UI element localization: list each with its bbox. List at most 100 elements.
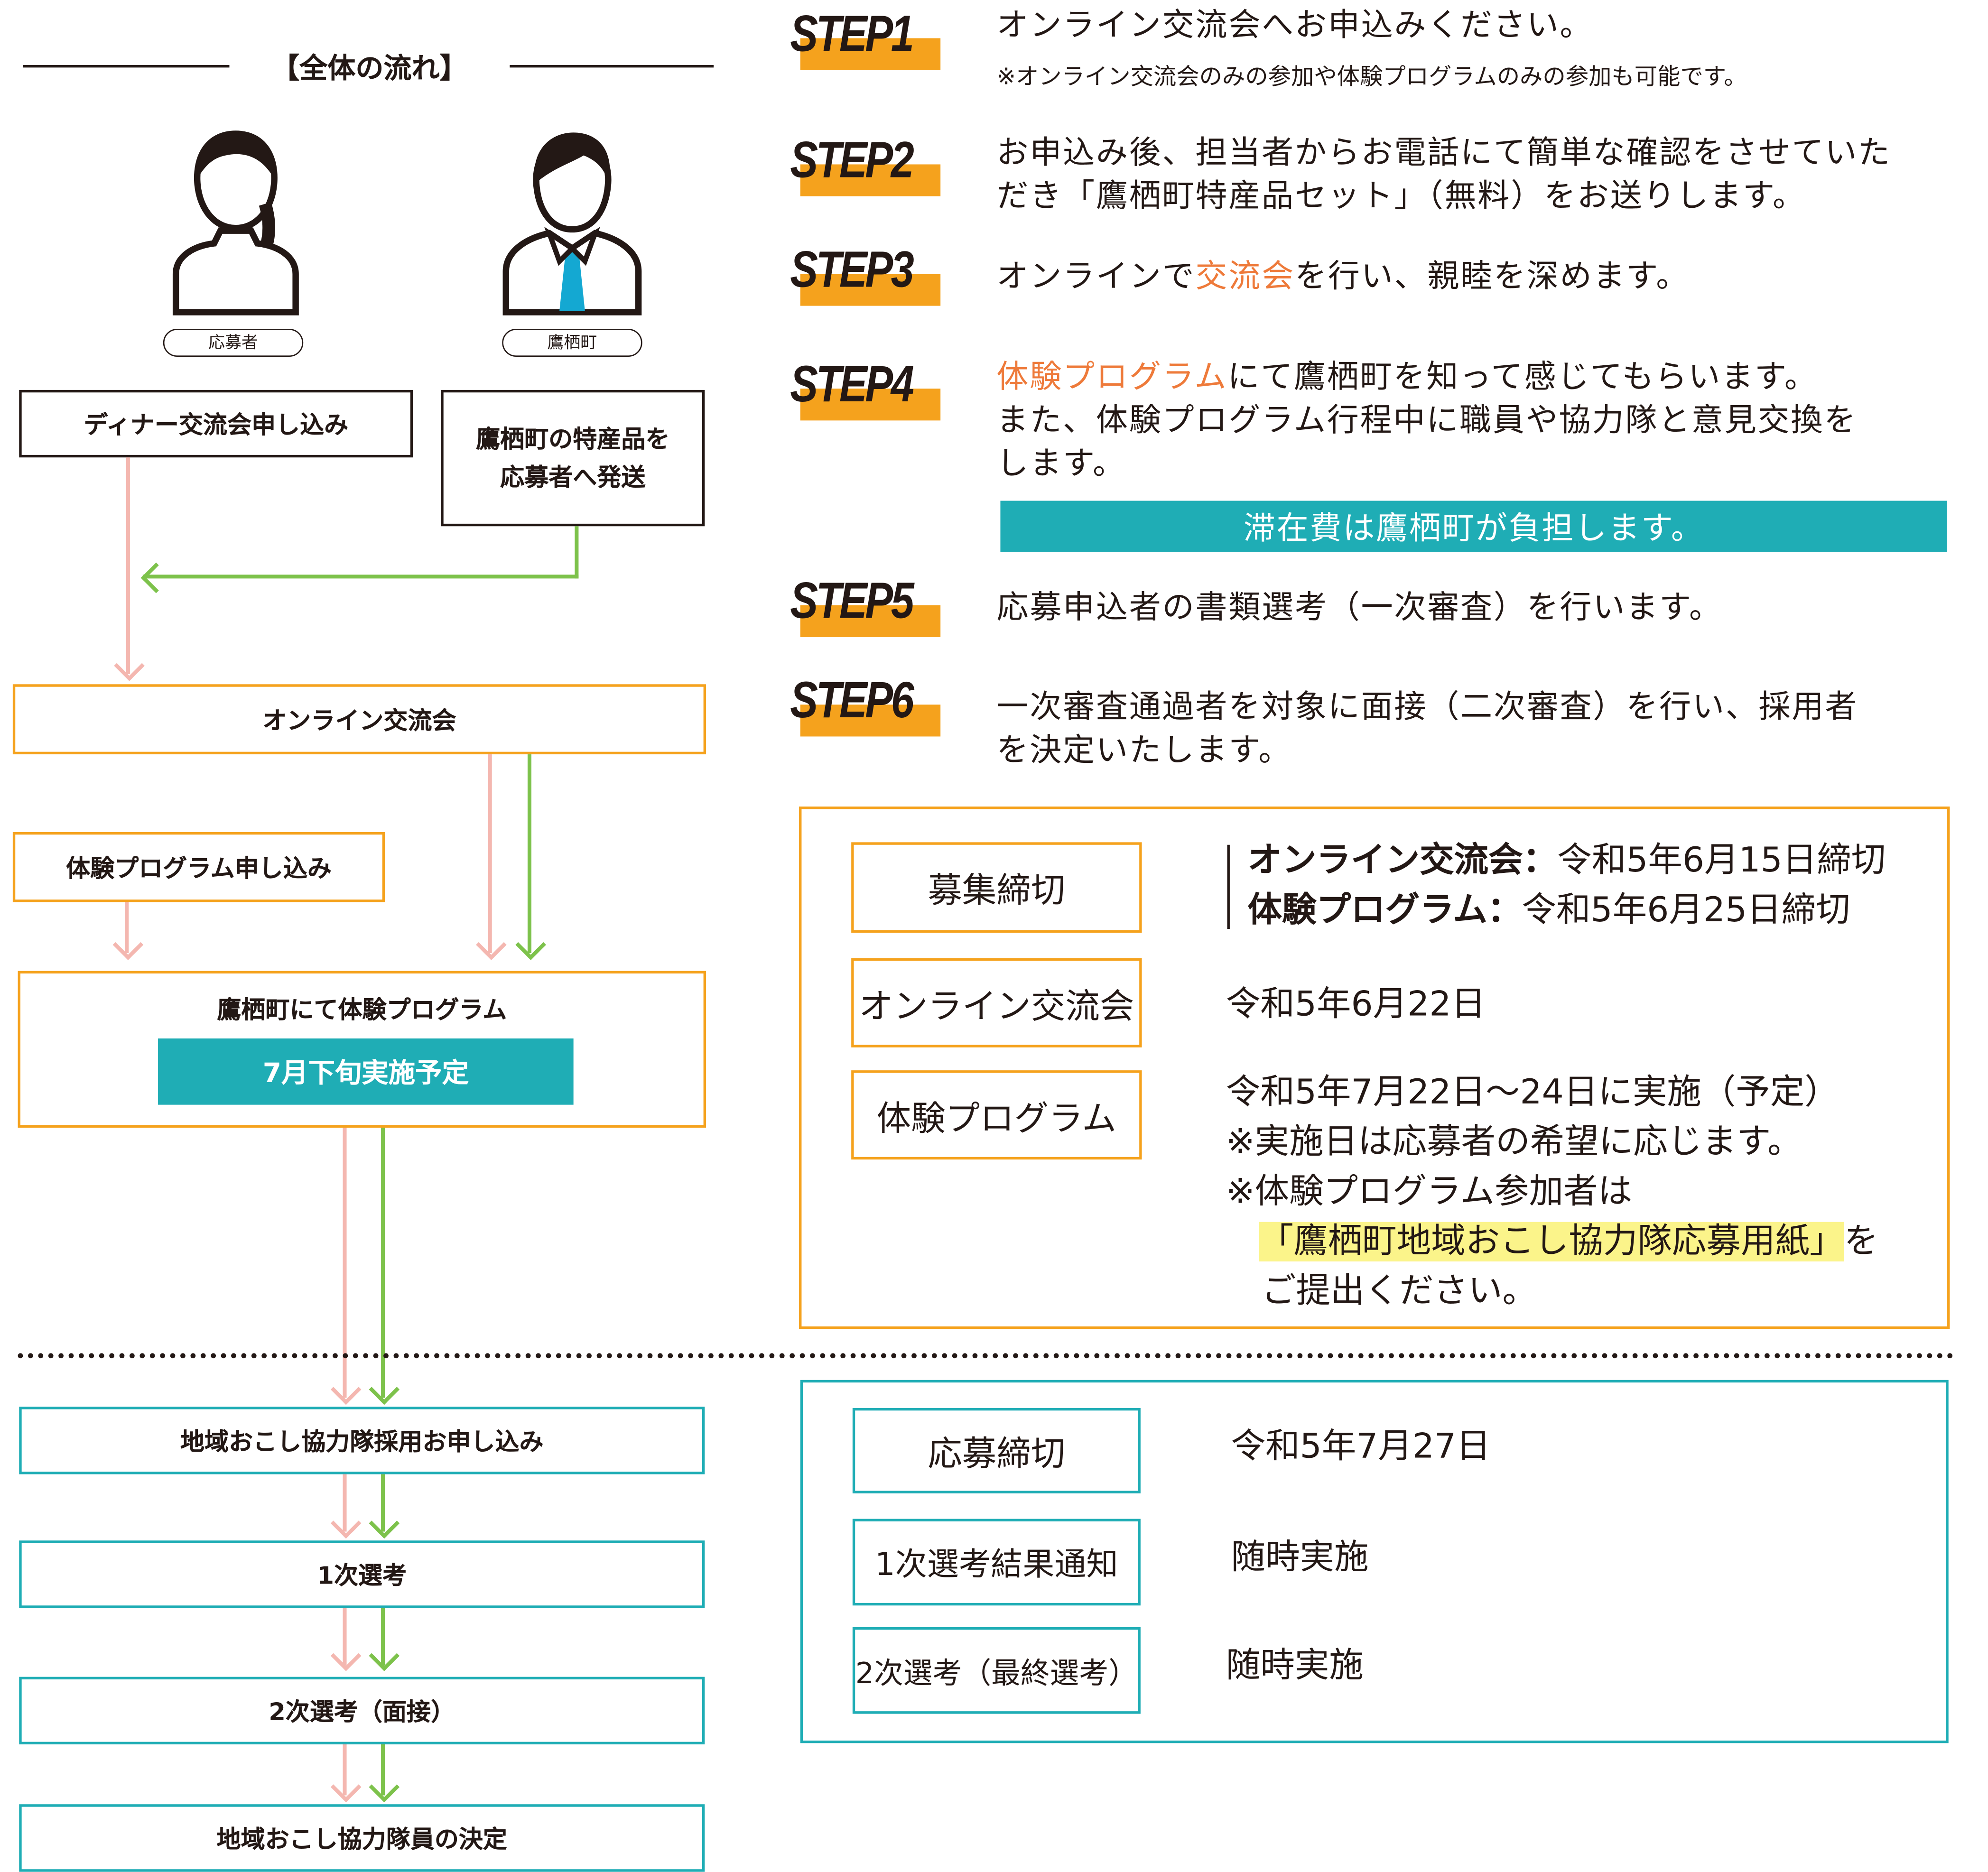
online-date: 令和5年6月22日 bbox=[1226, 985, 1486, 1025]
pink-arrow-6 bbox=[343, 1608, 347, 1666]
program-box: 鷹栖町にて体験プログラム 7月下旬実施予定 bbox=[18, 971, 706, 1128]
step-1-note: ※オンライン交流会のみの参加や体験プログラムのみの参加も可能です。 bbox=[996, 64, 1747, 91]
step-6-badge: STEP6 bbox=[790, 673, 943, 737]
apply-deadline-label-box: 応募締切 bbox=[852, 1408, 1141, 1493]
step-3-post: を行い、親睦を深めます。 bbox=[1294, 257, 1690, 295]
pink-arrow-1 bbox=[126, 457, 130, 674]
green-line-ship bbox=[575, 526, 579, 579]
recruit-apply-box: 地域おこし協力隊採用お申し込み bbox=[19, 1407, 705, 1474]
second-selection-box: 2次選考（面接） bbox=[19, 1677, 705, 1744]
pink-arrowhead-3 bbox=[112, 929, 144, 960]
step-3-text: オンラインで交流会を行い、親睦を深めます。 bbox=[996, 255, 1689, 298]
first-result-value: 随時実施 bbox=[1231, 1538, 1369, 1578]
deadline-label-box: 募集締切 bbox=[851, 842, 1142, 933]
pink-arrow-5 bbox=[343, 1474, 347, 1532]
program-line3: ※体験プログラム参加者は bbox=[1226, 1172, 1633, 1212]
green-arrow-5 bbox=[381, 1474, 385, 1532]
deadline-online-key: オンライン交流会： bbox=[1247, 841, 1558, 880]
step-3-badge: STEP3 bbox=[790, 242, 943, 306]
step-2-text-1: お申込み後、担当者からお電話にて簡単な確認をさせていた bbox=[996, 134, 1891, 171]
first-result-label-box: 1次選考結果通知 bbox=[852, 1519, 1141, 1606]
deadline-program: 体験プログラム：令和5年6月25日締切 bbox=[1247, 886, 1850, 936]
step-5-label: STEP5 bbox=[790, 573, 914, 630]
second-selection-label-box: 2次選考（最終選考） bbox=[852, 1627, 1141, 1714]
applicant-label: 応募者 bbox=[163, 328, 304, 357]
green-arrowhead-6 bbox=[369, 1640, 400, 1671]
program-title: 鷹栖町にて体験プログラム bbox=[217, 996, 507, 1025]
pink-arrow-2 bbox=[488, 754, 492, 954]
step-2-label: STEP2 bbox=[790, 132, 914, 189]
step-2-badge: STEP2 bbox=[790, 132, 943, 196]
step-4-highlight: 体験プログラム bbox=[996, 358, 1228, 395]
woman-avatar-icon bbox=[172, 130, 299, 315]
step-5-badge: STEP5 bbox=[790, 574, 943, 637]
second-selection-value: 随時実施 bbox=[1226, 1646, 1364, 1686]
program-line4-post: を bbox=[1844, 1222, 1879, 1262]
dinner-apply-box: ディナー交流会申し込み bbox=[19, 389, 413, 458]
first-selection-box: 1次選考 bbox=[19, 1540, 705, 1608]
online-label-box: オンライン交流会 bbox=[851, 958, 1142, 1047]
dotted-divider bbox=[18, 1353, 1955, 1359]
step-4-label: STEP4 bbox=[790, 357, 914, 413]
deadline-program-key: 体験プログラム： bbox=[1247, 890, 1522, 930]
step-4-badge: STEP4 bbox=[790, 357, 943, 421]
step-6-text-1: 一次審査通過者を対象に面接（二次審査）を行い、採用者 bbox=[996, 688, 1858, 725]
pink-arrowhead-6 bbox=[330, 1640, 362, 1671]
title-rule-left bbox=[23, 65, 230, 68]
title-rule-right bbox=[510, 65, 714, 68]
pink-arrowhead-5 bbox=[330, 1508, 362, 1539]
step-3-highlight: 交流会 bbox=[1195, 257, 1295, 295]
green-arrow-4 bbox=[381, 1128, 385, 1398]
deadline-online: オンライン交流会：令和5年6月15日締切 bbox=[1247, 836, 1886, 886]
ship-line2: 応募者へ発送 bbox=[500, 463, 646, 491]
step-3-pre: オンラインで bbox=[996, 257, 1196, 295]
apply-deadline-date: 令和5年7月27日 bbox=[1231, 1427, 1491, 1467]
deadline-divider bbox=[1227, 844, 1230, 929]
town-label: 鷹栖町 bbox=[502, 328, 642, 357]
step-2-text-2: だき「鷹栖町特産品セット」（無料）をお送りします。 bbox=[996, 177, 1806, 214]
pink-arrowhead-4 bbox=[330, 1374, 362, 1405]
flow-title: 【全体の流れ】 bbox=[271, 53, 468, 85]
program-schedule-banner: 7月下旬実施予定 bbox=[158, 1038, 574, 1105]
pink-arrow-4 bbox=[343, 1128, 347, 1398]
step-4-text-3: します。 bbox=[996, 445, 1126, 482]
green-arrowhead-left bbox=[140, 562, 172, 593]
schedule-box-2 bbox=[800, 1380, 1949, 1743]
step-5-text: 応募申込者の書類選考（一次審査）を行います。 bbox=[996, 588, 1723, 626]
program-label-box: 体験プログラム bbox=[851, 1070, 1142, 1160]
green-arrow-7 bbox=[381, 1744, 385, 1796]
pink-arrow-3 bbox=[125, 902, 129, 954]
step-1-label: STEP1 bbox=[790, 6, 914, 63]
ship-line1: 鷹栖町の特産品を bbox=[476, 425, 670, 453]
step-4-post: にて鷹栖町を知って感じてもらいます。 bbox=[1227, 358, 1818, 395]
deadline-program-val: 令和5年6月25日締切 bbox=[1522, 890, 1850, 930]
step-4-text-1: 体験プログラムにて鷹栖町を知って感じてもらいます。 bbox=[996, 355, 1817, 398]
green-arrowhead-5 bbox=[369, 1508, 400, 1539]
step-1-text: オンライン交流会へお申込みください。 bbox=[996, 6, 1593, 44]
deadline-online-val: 令和5年6月15日締切 bbox=[1557, 841, 1886, 880]
green-arrowhead-7 bbox=[369, 1771, 400, 1803]
pink-arrow-7 bbox=[343, 1744, 347, 1796]
step-4-text-2: また、体験プログラム行程中に職員や協力隊と意見交換を bbox=[996, 401, 1858, 438]
step-6-label: STEP6 bbox=[790, 673, 914, 729]
schedule-box-1 bbox=[799, 806, 1950, 1329]
step-6-text-2: を決定いたします。 bbox=[996, 731, 1292, 769]
green-arrow-2 bbox=[527, 754, 532, 954]
green-arrowhead-4 bbox=[369, 1374, 400, 1405]
online-event-box: オンライン交流会 bbox=[12, 684, 706, 755]
pink-arrowhead-7 bbox=[330, 1771, 362, 1803]
program-line1: 令和5年7月22日〜24日に実施（予定） bbox=[1226, 1073, 1839, 1112]
ship-products-box: 鷹栖町の特産品を 応募者へ発送 bbox=[441, 389, 705, 527]
program-line5: ご提出ください。 bbox=[1262, 1271, 1537, 1311]
program-line2: ※実施日は応募者の希望に応じます。 bbox=[1226, 1122, 1802, 1162]
step-3-label: STEP3 bbox=[790, 242, 914, 298]
step-1-badge: STEP1 bbox=[790, 6, 943, 70]
green-arrowhead-2 bbox=[515, 929, 546, 960]
green-arrow-6 bbox=[381, 1608, 385, 1666]
application-form-highlight: 「鷹栖町地域おこし協力隊応募用紙」 bbox=[1259, 1222, 1844, 1262]
green-line-horizontal bbox=[142, 575, 579, 579]
pink-arrowhead-2 bbox=[476, 929, 507, 960]
pink-arrowhead-1 bbox=[114, 650, 145, 681]
step-4-banner: 滞在費は鷹栖町が負担します。 bbox=[1000, 500, 1948, 552]
